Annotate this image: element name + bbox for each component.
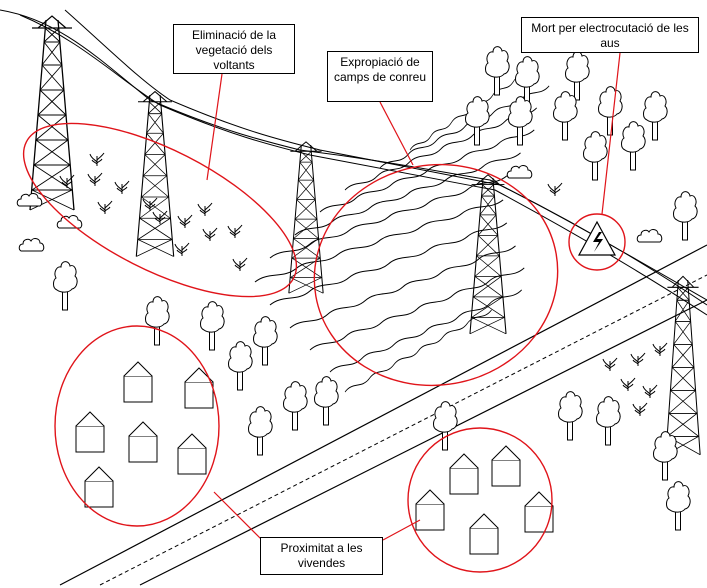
houses-left bbox=[75, 361, 214, 508]
housing-proximity-label: Proximitat a les vivendes bbox=[260, 537, 383, 575]
highlight-ellipses bbox=[22, 122, 626, 573]
field-furrows bbox=[253, 65, 551, 395]
bushes bbox=[16, 165, 663, 252]
houses-left-highlight-ellipse bbox=[54, 325, 220, 527]
vegetation-highlight-ellipse bbox=[22, 122, 298, 298]
road bbox=[59, 244, 707, 586]
high-voltage-warning-icon bbox=[577, 220, 617, 256]
field-highlight-ellipse bbox=[313, 163, 559, 387]
houses-right bbox=[415, 445, 554, 555]
leader-lines bbox=[206, 52, 621, 541]
vegetation-clearing-label: Eliminació de la vegetació dels voltants bbox=[173, 24, 295, 74]
bird-highlight-ellipse bbox=[568, 213, 626, 271]
bird-electrocution-label: Mort per electrocutació de les aus bbox=[521, 17, 699, 53]
expropriation-label: Expropiació de camps de conreu bbox=[327, 51, 433, 102]
houses-right-highlight-ellipse bbox=[407, 427, 553, 573]
